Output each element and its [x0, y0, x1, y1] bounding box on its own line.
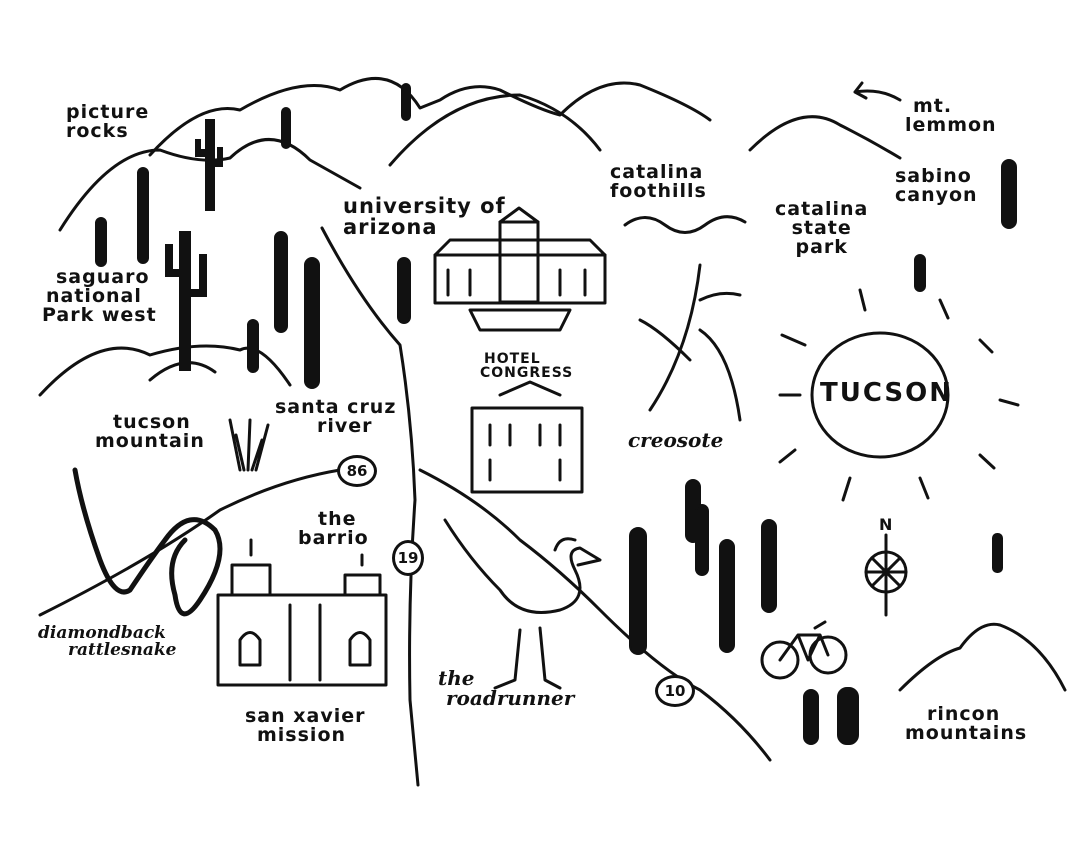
saguaro-cactus-icon — [695, 504, 709, 576]
saguaro-cactus-icon — [281, 107, 291, 149]
saguaro-cactus-icon — [992, 533, 1003, 573]
university-building-icon — [433, 206, 607, 332]
compass-north-label: N — [879, 515, 893, 534]
saguaro-cactus-icon — [914, 254, 926, 292]
route-19-shield: 19 — [392, 540, 424, 576]
label-mt-lemmon: mt.lemmon — [905, 95, 997, 136]
mountain-icon — [388, 93, 602, 167]
highway-86-line — [38, 468, 342, 617]
saguaro-cactus-icon — [247, 319, 259, 373]
route-86-shield: 86 — [337, 455, 377, 487]
arrow-icon — [853, 81, 902, 102]
label-creosote: creosote — [628, 428, 724, 452]
saguaro-cactus-icon — [719, 539, 735, 653]
saguaro-cactus-icon — [397, 257, 411, 324]
label-tucson: TUCSON — [820, 378, 953, 408]
creosote-plant-icon — [638, 263, 742, 422]
saguaro-cactus-icon — [629, 527, 647, 655]
mountain-icon — [898, 622, 1067, 692]
saguaro-cactus-icon — [803, 689, 819, 745]
compass-icon — [864, 533, 908, 617]
rattlesnake-icon — [72, 467, 223, 617]
mountain-icon — [148, 76, 712, 157]
agave-icon — [228, 418, 270, 472]
mountain-icon — [58, 138, 362, 232]
saguaro-cactus-icon — [195, 119, 223, 211]
saguaro-cactus-icon — [95, 217, 107, 267]
mission-building-icon — [216, 538, 388, 687]
sun-icon — [810, 331, 950, 459]
saguaro-cactus-icon — [1001, 159, 1017, 229]
mountain-icon — [748, 115, 902, 160]
bicycle-icon — [760, 620, 848, 680]
wave-icon — [623, 215, 747, 234]
saguaro-cactus-icon — [761, 519, 777, 613]
saguaro-cactus-icon — [837, 687, 859, 745]
hotel-building-icon — [470, 380, 584, 494]
saguaro-cactus-icon — [401, 83, 411, 121]
saguaro-cactus-icon — [304, 257, 320, 389]
highway-10-line — [418, 468, 772, 762]
roadrunner-icon — [443, 518, 602, 690]
route-10-shield: 10 — [655, 675, 695, 707]
saguaro-cactus-icon — [165, 231, 207, 371]
santa-cruz-river-line — [320, 226, 420, 787]
saguaro-cactus-icon — [137, 167, 149, 264]
saguaro-cactus-icon — [274, 231, 288, 333]
